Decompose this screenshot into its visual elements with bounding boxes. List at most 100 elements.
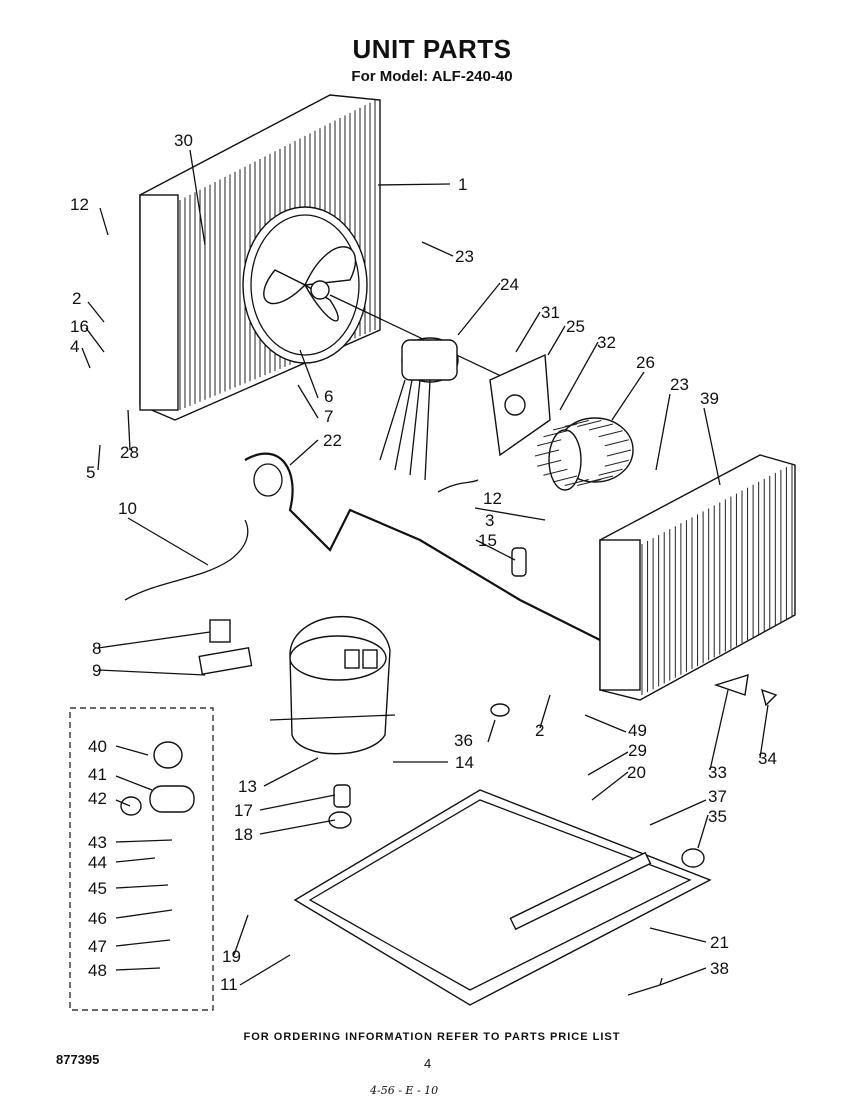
drain-clip [627, 977, 663, 996]
terminal-clip [198, 646, 253, 676]
drawing-line [297, 384, 319, 419]
drawing-line [606, 449, 632, 457]
rubber-foot [681, 848, 705, 868]
callout-40: 40 [88, 737, 107, 756]
callout-10: 10 [118, 499, 137, 518]
mount-nut [328, 811, 352, 829]
drawing-line [588, 475, 614, 483]
callout-44: 44 [88, 853, 107, 872]
drawing-line [659, 967, 707, 986]
drawing-line [537, 459, 562, 467]
handwritten-note: 4-56 - E - 10 [370, 1084, 439, 1097]
callout-46: 46 [88, 909, 107, 928]
drawing-line [99, 207, 109, 236]
drawing-line [115, 884, 169, 889]
electrical-kit-box [69, 707, 214, 1011]
callout-38: 38 [710, 959, 729, 978]
grommet [120, 796, 142, 816]
drawing-line [115, 775, 153, 791]
drawing-line [115, 745, 149, 756]
evaporator-coil [599, 454, 796, 701]
callout-36: 36 [454, 731, 473, 750]
drain-plug [490, 703, 510, 717]
callout-42: 42 [88, 789, 107, 808]
capacitor [149, 785, 195, 813]
drawing-line [588, 423, 614, 431]
drawing-line [233, 914, 249, 956]
drawing-line [539, 694, 551, 729]
drawing-line [127, 517, 209, 566]
drawing-line [611, 371, 645, 421]
callout-22: 22 [323, 431, 342, 450]
drawing-line [421, 241, 454, 257]
overload-protector [153, 741, 183, 769]
drawing-line [709, 689, 729, 771]
callout-45: 45 [88, 879, 107, 898]
drawing-line [259, 819, 336, 835]
callout-20: 20 [627, 763, 646, 782]
fan-motor [329, 294, 521, 481]
drawing-line [115, 799, 131, 807]
compressor [269, 616, 396, 755]
drawing-line [697, 814, 709, 849]
drawing-line [85, 327, 105, 353]
callout-11: 11 [220, 975, 238, 994]
callout-14: 14 [455, 753, 474, 772]
drawing-line [598, 430, 623, 438]
callout-5: 5 [86, 463, 95, 482]
callout-26: 26 [636, 353, 655, 372]
drawing-line [564, 479, 589, 487]
drawing-line [559, 341, 599, 411]
drawing-line [537, 439, 562, 447]
drawing-line [97, 669, 206, 676]
callout-47: 47 [88, 937, 107, 956]
callout-18: 18 [234, 825, 253, 844]
drawing-line [474, 507, 546, 521]
drawing-line [552, 475, 578, 483]
callout-12-mid: 12 [483, 489, 502, 508]
ordering-note: FOR ORDERING INFORMATION REFER TO PARTS … [243, 1031, 621, 1043]
drawing-line [534, 449, 560, 457]
document-number: 877395 [56, 1052, 100, 1067]
motor-leads [437, 479, 479, 493]
discharge-tubing [244, 452, 601, 641]
base-pan [293, 789, 712, 1006]
callout-2-top: 2 [72, 289, 81, 308]
drawing-line [259, 794, 336, 811]
wire-harness [124, 519, 249, 601]
drawing-line [299, 349, 319, 399]
drawing-line [543, 468, 568, 476]
drawing-line [552, 423, 578, 431]
callout-37: 37 [708, 787, 727, 806]
drawing-line [547, 325, 566, 356]
motor-mount-hole [504, 394, 526, 416]
drawing-line [81, 347, 91, 369]
drawing-line [655, 393, 671, 471]
page-number: 4 [424, 1056, 432, 1071]
callout-48: 48 [88, 961, 107, 980]
callout-23-right: 23 [670, 375, 689, 394]
mount-grommet [333, 784, 351, 808]
callout-3: 3 [485, 511, 494, 530]
callout-32: 32 [597, 333, 616, 352]
drawing-line [604, 459, 629, 467]
bracket [209, 619, 231, 643]
blower-wheel [534, 417, 634, 491]
callout-41: 41 [88, 765, 107, 784]
callout-31: 31 [541, 303, 560, 322]
drawing-line [649, 799, 707, 826]
drawing-line [564, 419, 589, 427]
callout-23-top: 23 [455, 247, 474, 266]
drawing-line [115, 939, 171, 947]
thermostat-bulb [760, 688, 778, 707]
drawing-line [487, 719, 496, 743]
callout-6: 6 [324, 387, 333, 406]
drawing-line [703, 407, 721, 486]
drawing-line [115, 909, 173, 919]
drawing-line [87, 301, 105, 323]
drawing-line [515, 311, 541, 353]
callout-19: 19 [222, 947, 241, 966]
drawing-line [377, 183, 451, 186]
thermostat-clip [713, 673, 749, 696]
callout-49: 49 [628, 721, 647, 740]
